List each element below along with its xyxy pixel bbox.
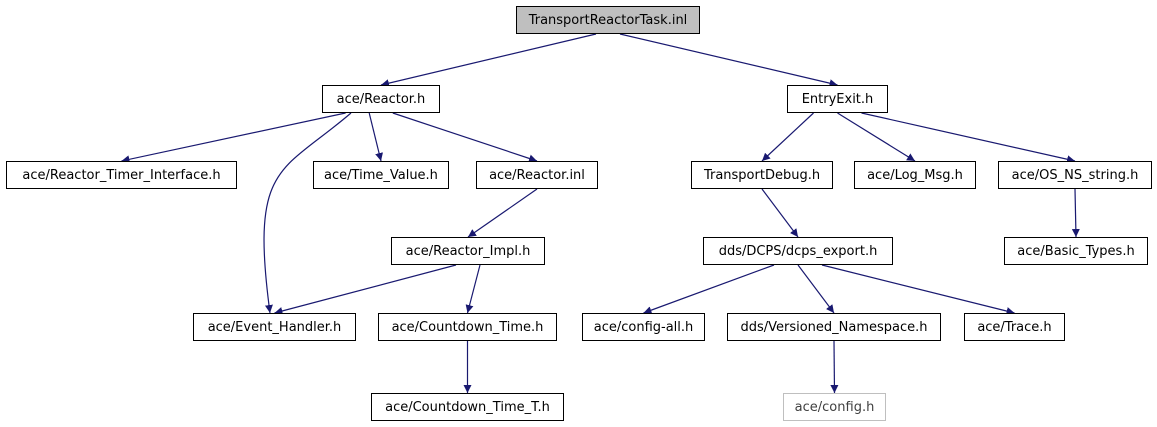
- node-ace-trace-h[interactable]: ace/Trace.h: [964, 313, 1065, 341]
- node-ace-reactor-timer-interface-h[interactable]: ace/Reactor_Timer_Interface.h: [6, 161, 237, 189]
- edge-os_ns_string_h-to-basic_types_h: [1071, 188, 1080, 238]
- node-ace-basic-types-h[interactable]: ace/Basic_Types.h: [1004, 237, 1148, 265]
- edge-reactor_inl-to-reactor_impl_h: [467, 188, 538, 238]
- edge-transportdebug_h-to-dcps_export_h: [761, 188, 799, 238]
- edge-dcps_export_h-to-trace_h: [821, 264, 1015, 315]
- edge-reactor_impl_h-to-event_handler_h: [274, 264, 457, 315]
- edge-reactor_h-to-event_handler_h: [263, 112, 352, 314]
- edge-reactor_impl_h-to-countdown_time_h: [465, 264, 481, 314]
- node-ace-reactor-inl[interactable]: ace/Reactor.inl: [476, 161, 598, 189]
- edge-dcps_export_h-to-versioned_namespace_h: [797, 264, 835, 314]
- node-ace-os-ns-string-h[interactable]: ace/OS_NS_string.h: [998, 161, 1152, 189]
- edge-entryexit_h-to-transportdebug_h: [761, 112, 814, 162]
- node-dds-versioned-namespace-h[interactable]: dds/Versioned_Namespace.h: [727, 313, 941, 341]
- edge-root-to-reactor_h: [380, 33, 597, 88]
- node-ace-reactor-h[interactable]: ace/Reactor.h: [322, 85, 440, 113]
- node-transportreactortask-inl[interactable]: TransportReactorTask.inl: [516, 6, 700, 34]
- edge-entryexit_h-to-os_ns_string_h: [861, 112, 1076, 164]
- node-ace-config-all-h[interactable]: ace/config-all.h: [582, 313, 705, 341]
- node-ace-config-h[interactable]: ace/config.h: [783, 393, 886, 421]
- node-transportdebug-h[interactable]: TransportDebug.h: [691, 161, 833, 189]
- node-dds-dcps-dcps-export-h[interactable]: dds/DCPS/dcps_export.h: [703, 237, 893, 265]
- edge-root-to-entryexit_h: [619, 33, 838, 88]
- node-ace-countdown-time-t-h[interactable]: ace/Countdown_Time_T.h: [371, 393, 564, 421]
- edge-reactor_h-to-reactor_inl: [392, 112, 538, 163]
- node-ace-reactor-impl-h[interactable]: ace/Reactor_Impl.h: [391, 237, 545, 265]
- node-ace-log-msg-h[interactable]: ace/Log_Msg.h: [854, 161, 976, 189]
- edge-dcps_export_h-to-config_all_h: [643, 264, 775, 314]
- edge-reactor_h-to-time_value_h: [368, 112, 383, 162]
- node-entryexit-h[interactable]: EntryExit.h: [787, 85, 888, 113]
- node-ace-time-value-h[interactable]: ace/Time_Value.h: [313, 161, 449, 189]
- edge-versioned_namespace_h-to-config_h: [830, 340, 839, 394]
- node-ace-event-handler-h[interactable]: ace/Event_Handler.h: [193, 313, 356, 341]
- node-ace-countdown-time-h[interactable]: ace/Countdown_Time.h: [378, 313, 557, 341]
- edge-entryexit_h-to-log_msg_h: [837, 112, 916, 162]
- edge-reactor_h-to-reactor_timer_interface_h: [121, 112, 346, 164]
